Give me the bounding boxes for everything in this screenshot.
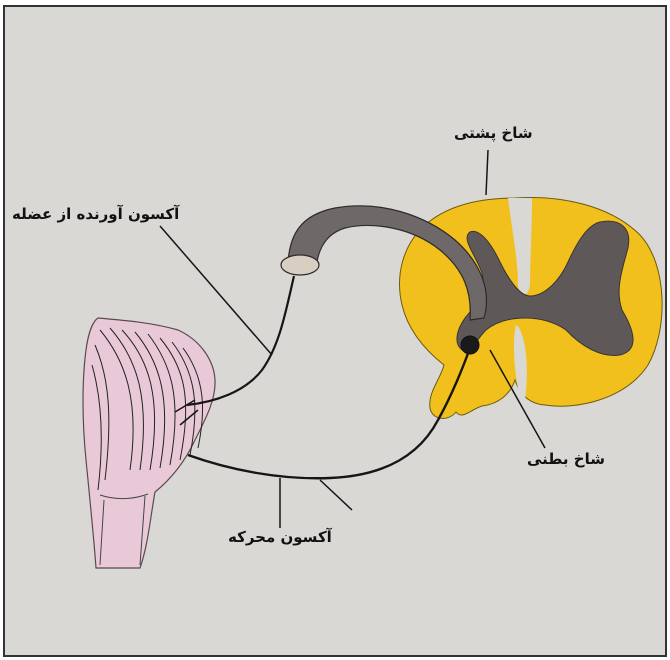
dorsal-root-cut-end bbox=[281, 255, 319, 275]
motor-neuron-cell-body bbox=[461, 336, 479, 354]
label-afferent-axon: آکسون آورنده از عضله bbox=[12, 205, 179, 223]
label-ventral-horn: شاخ بطنی bbox=[527, 450, 605, 468]
label-motor-axon: آکسون محرکه bbox=[228, 528, 332, 546]
label-dorsal-horn: شاخ پشتی bbox=[454, 124, 533, 142]
